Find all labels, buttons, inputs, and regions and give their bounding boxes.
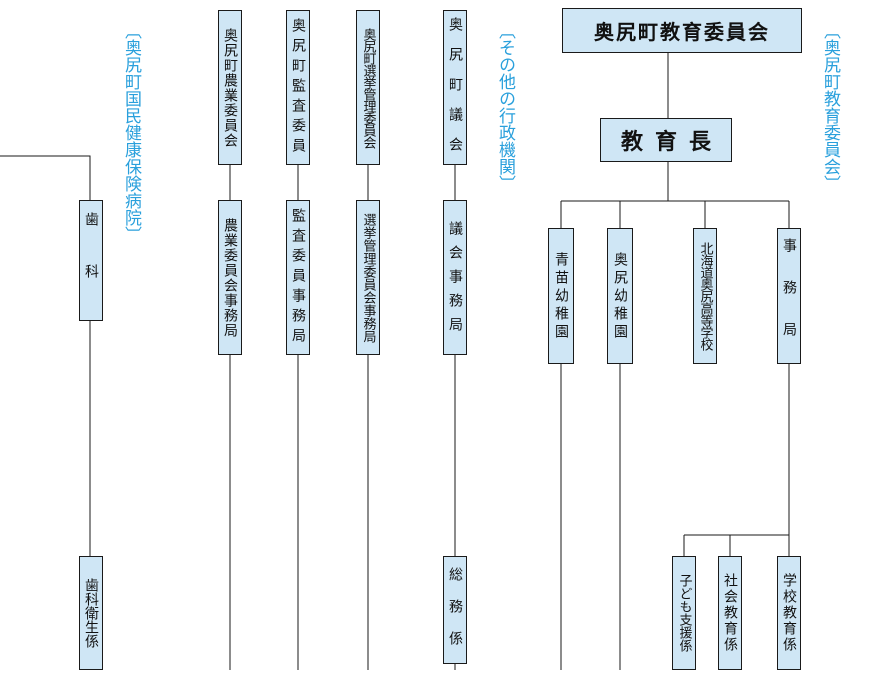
box-dental: 歯科 bbox=[79, 200, 103, 321]
box-high-school: 北海道奥尻高等学校 bbox=[693, 228, 717, 364]
box-superintendent: 教育長 bbox=[600, 118, 732, 162]
box-audit-committee: 奥尻町監査委員 bbox=[286, 10, 310, 165]
box-secretariat: 事務局 bbox=[777, 228, 801, 364]
line-hospital-top bbox=[0, 155, 91, 200]
line-bus-drops bbox=[560, 201, 790, 228]
box-child-support: 子ども支援係 bbox=[672, 556, 696, 670]
box-election-office: 選挙管理委員会事務局 bbox=[356, 200, 380, 355]
box-general-affairs: 総務係 bbox=[443, 556, 467, 664]
line-section-drops bbox=[683, 535, 790, 556]
box-school-edu: 学校教育係 bbox=[777, 556, 801, 670]
label-education-board: 〔奥尻町教育委員会〕 bbox=[820, 22, 840, 192]
label-hospital: 〔奥尻町国民健康保険病院〕 bbox=[121, 22, 141, 243]
box-election-committee: 奥尻町選挙管理委員会 bbox=[356, 10, 380, 165]
box-okushiri-kinder: 奥尻幼稚園 bbox=[607, 228, 633, 364]
box-edu-board: 奥尻町教育委員会 bbox=[562, 8, 802, 53]
line-kinder-down bbox=[560, 364, 621, 670]
box-dental-hygiene: 歯科衛生係 bbox=[79, 556, 103, 670]
box-audit-office: 監査委員事務局 bbox=[286, 200, 310, 355]
box-agri-committee: 奥尻町農業委員会 bbox=[218, 10, 242, 165]
label-other-admin: 〔その他の行政機関〕 bbox=[495, 22, 515, 192]
box-council-office: 議会事務局 bbox=[443, 200, 467, 355]
box-council: 奥尻町議会 bbox=[443, 10, 467, 167]
box-agri-office: 農業委員会事務局 bbox=[218, 200, 242, 355]
box-social-edu: 社会教育係 bbox=[718, 556, 742, 670]
box-aonae-kinder: 青苗幼稚園 bbox=[548, 228, 574, 364]
